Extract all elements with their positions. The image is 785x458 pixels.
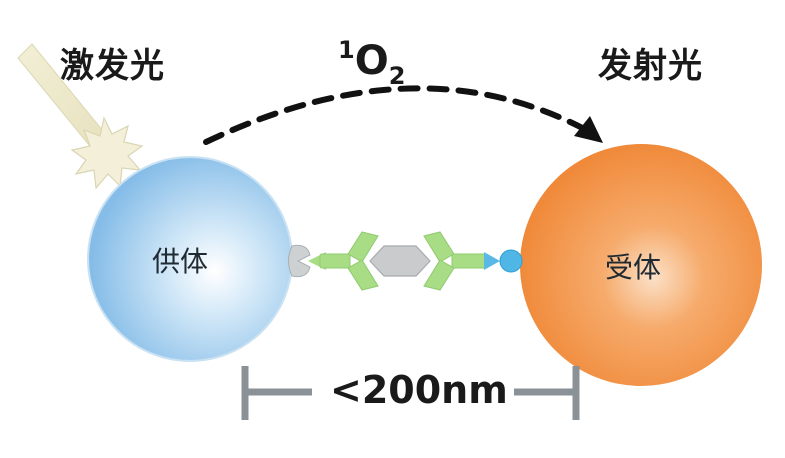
distance-bracket <box>241 366 580 420</box>
excitation-label: 激发光 <box>60 46 165 86</box>
singlet-oxygen-symbol: O <box>354 38 389 84</box>
acceptor-sphere <box>520 144 762 386</box>
binding-chain <box>288 231 523 291</box>
acceptor-binding-site-icon <box>499 249 523 273</box>
left-antibody-icon <box>319 231 379 291</box>
singlet-oxygen-arrow <box>203 85 593 145</box>
emission-label: 发射光 <box>598 46 703 86</box>
singlet-oxygen-subscript: 2 <box>388 62 406 90</box>
singlet-oxygen-label: 1O2 <box>338 36 405 90</box>
starburst-icon <box>70 116 144 190</box>
distance-label: <200nm <box>330 368 508 412</box>
donor-binding-site-icon <box>288 244 311 278</box>
antigen-icon <box>369 245 431 277</box>
right-antibody-icon <box>423 231 487 291</box>
singlet-oxygen-superscript: 1 <box>338 36 355 64</box>
arrowhead-icon <box>574 116 603 143</box>
acceptor-label: 受体 <box>605 251 662 284</box>
donor-label: 供体 <box>152 245 209 278</box>
